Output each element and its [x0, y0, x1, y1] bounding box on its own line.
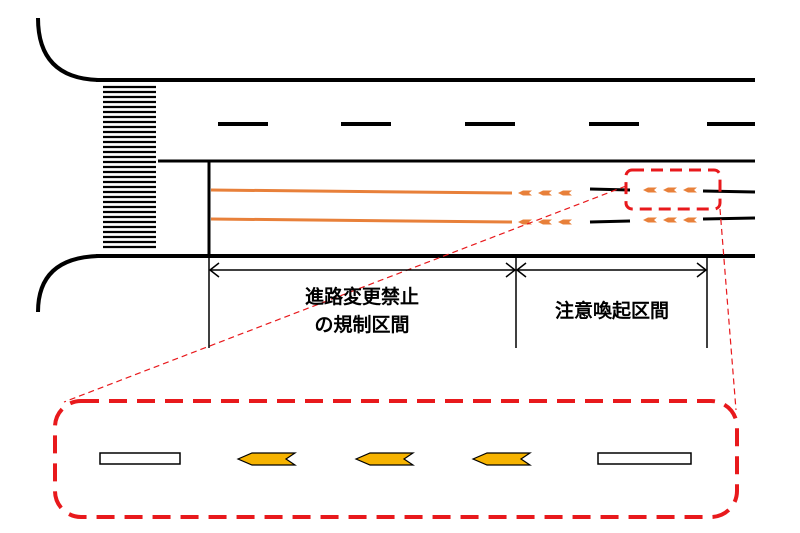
enlarged-detail-callout	[53, 399, 739, 519]
caution-section-label: 注意喚起区間	[554, 300, 669, 322]
left-chevron-arrow-icon	[236, 452, 297, 466]
left-chevron-arrow-icon	[354, 452, 415, 466]
dimension-arrowhead	[515, 262, 527, 278]
no-lane-change-label-line2: の規制区間	[314, 314, 410, 336]
detail-highlight-box	[624, 168, 722, 211]
enlarged-arrow-markings	[236, 452, 532, 466]
left-chevron-arrow-icon	[538, 219, 552, 225]
lane-dash-upper-2	[702, 189, 756, 194]
dimension-arrowhead	[696, 262, 708, 278]
left-chevron-arrow-icon	[518, 190, 532, 196]
white-lane-dash-icon	[597, 452, 692, 465]
left-chevron-arrow-icon	[683, 187, 697, 193]
leader-line-left	[63, 185, 627, 403]
no-lane-change-label-line1: 進路変更禁止	[304, 286, 419, 308]
left-chevron-arrow-icon	[518, 219, 532, 225]
left-chevron-arrow-icon	[471, 452, 532, 466]
left-chevron-arrow-icon	[538, 190, 552, 196]
caution-lane-dashes	[589, 187, 756, 224]
regulation-line-lower	[210, 217, 513, 224]
leader-line-right	[719, 208, 737, 411]
left-chevron-arrow-icon	[663, 187, 677, 193]
dimension-lines	[208, 256, 708, 348]
crosswalk	[103, 85, 156, 249]
caution-arrow-markings	[518, 187, 697, 225]
left-chevron-arrow-icon	[683, 217, 697, 223]
top-curb-curve	[36, 17, 99, 82]
left-chevron-arrow-icon	[663, 217, 677, 223]
regulation-line-upper	[210, 188, 513, 195]
left-chevron-arrow-icon	[558, 219, 572, 225]
dimension-arrowhead	[505, 262, 517, 278]
lane-dash-upper-1	[589, 187, 631, 192]
lane-dash-lower-2	[702, 216, 756, 221]
left-chevron-arrow-icon	[643, 187, 657, 193]
dimension-arrowhead	[208, 262, 220, 278]
bottom-curb-curve	[36, 254, 99, 313]
no-lane-change-section-label: 進路変更禁止 の規制区間	[262, 283, 462, 339]
white-lane-dash-icon	[99, 452, 181, 465]
left-chevron-arrow-icon	[558, 190, 572, 196]
lane-dash-lower-1	[589, 219, 631, 224]
left-chevron-arrow-icon	[643, 217, 657, 223]
